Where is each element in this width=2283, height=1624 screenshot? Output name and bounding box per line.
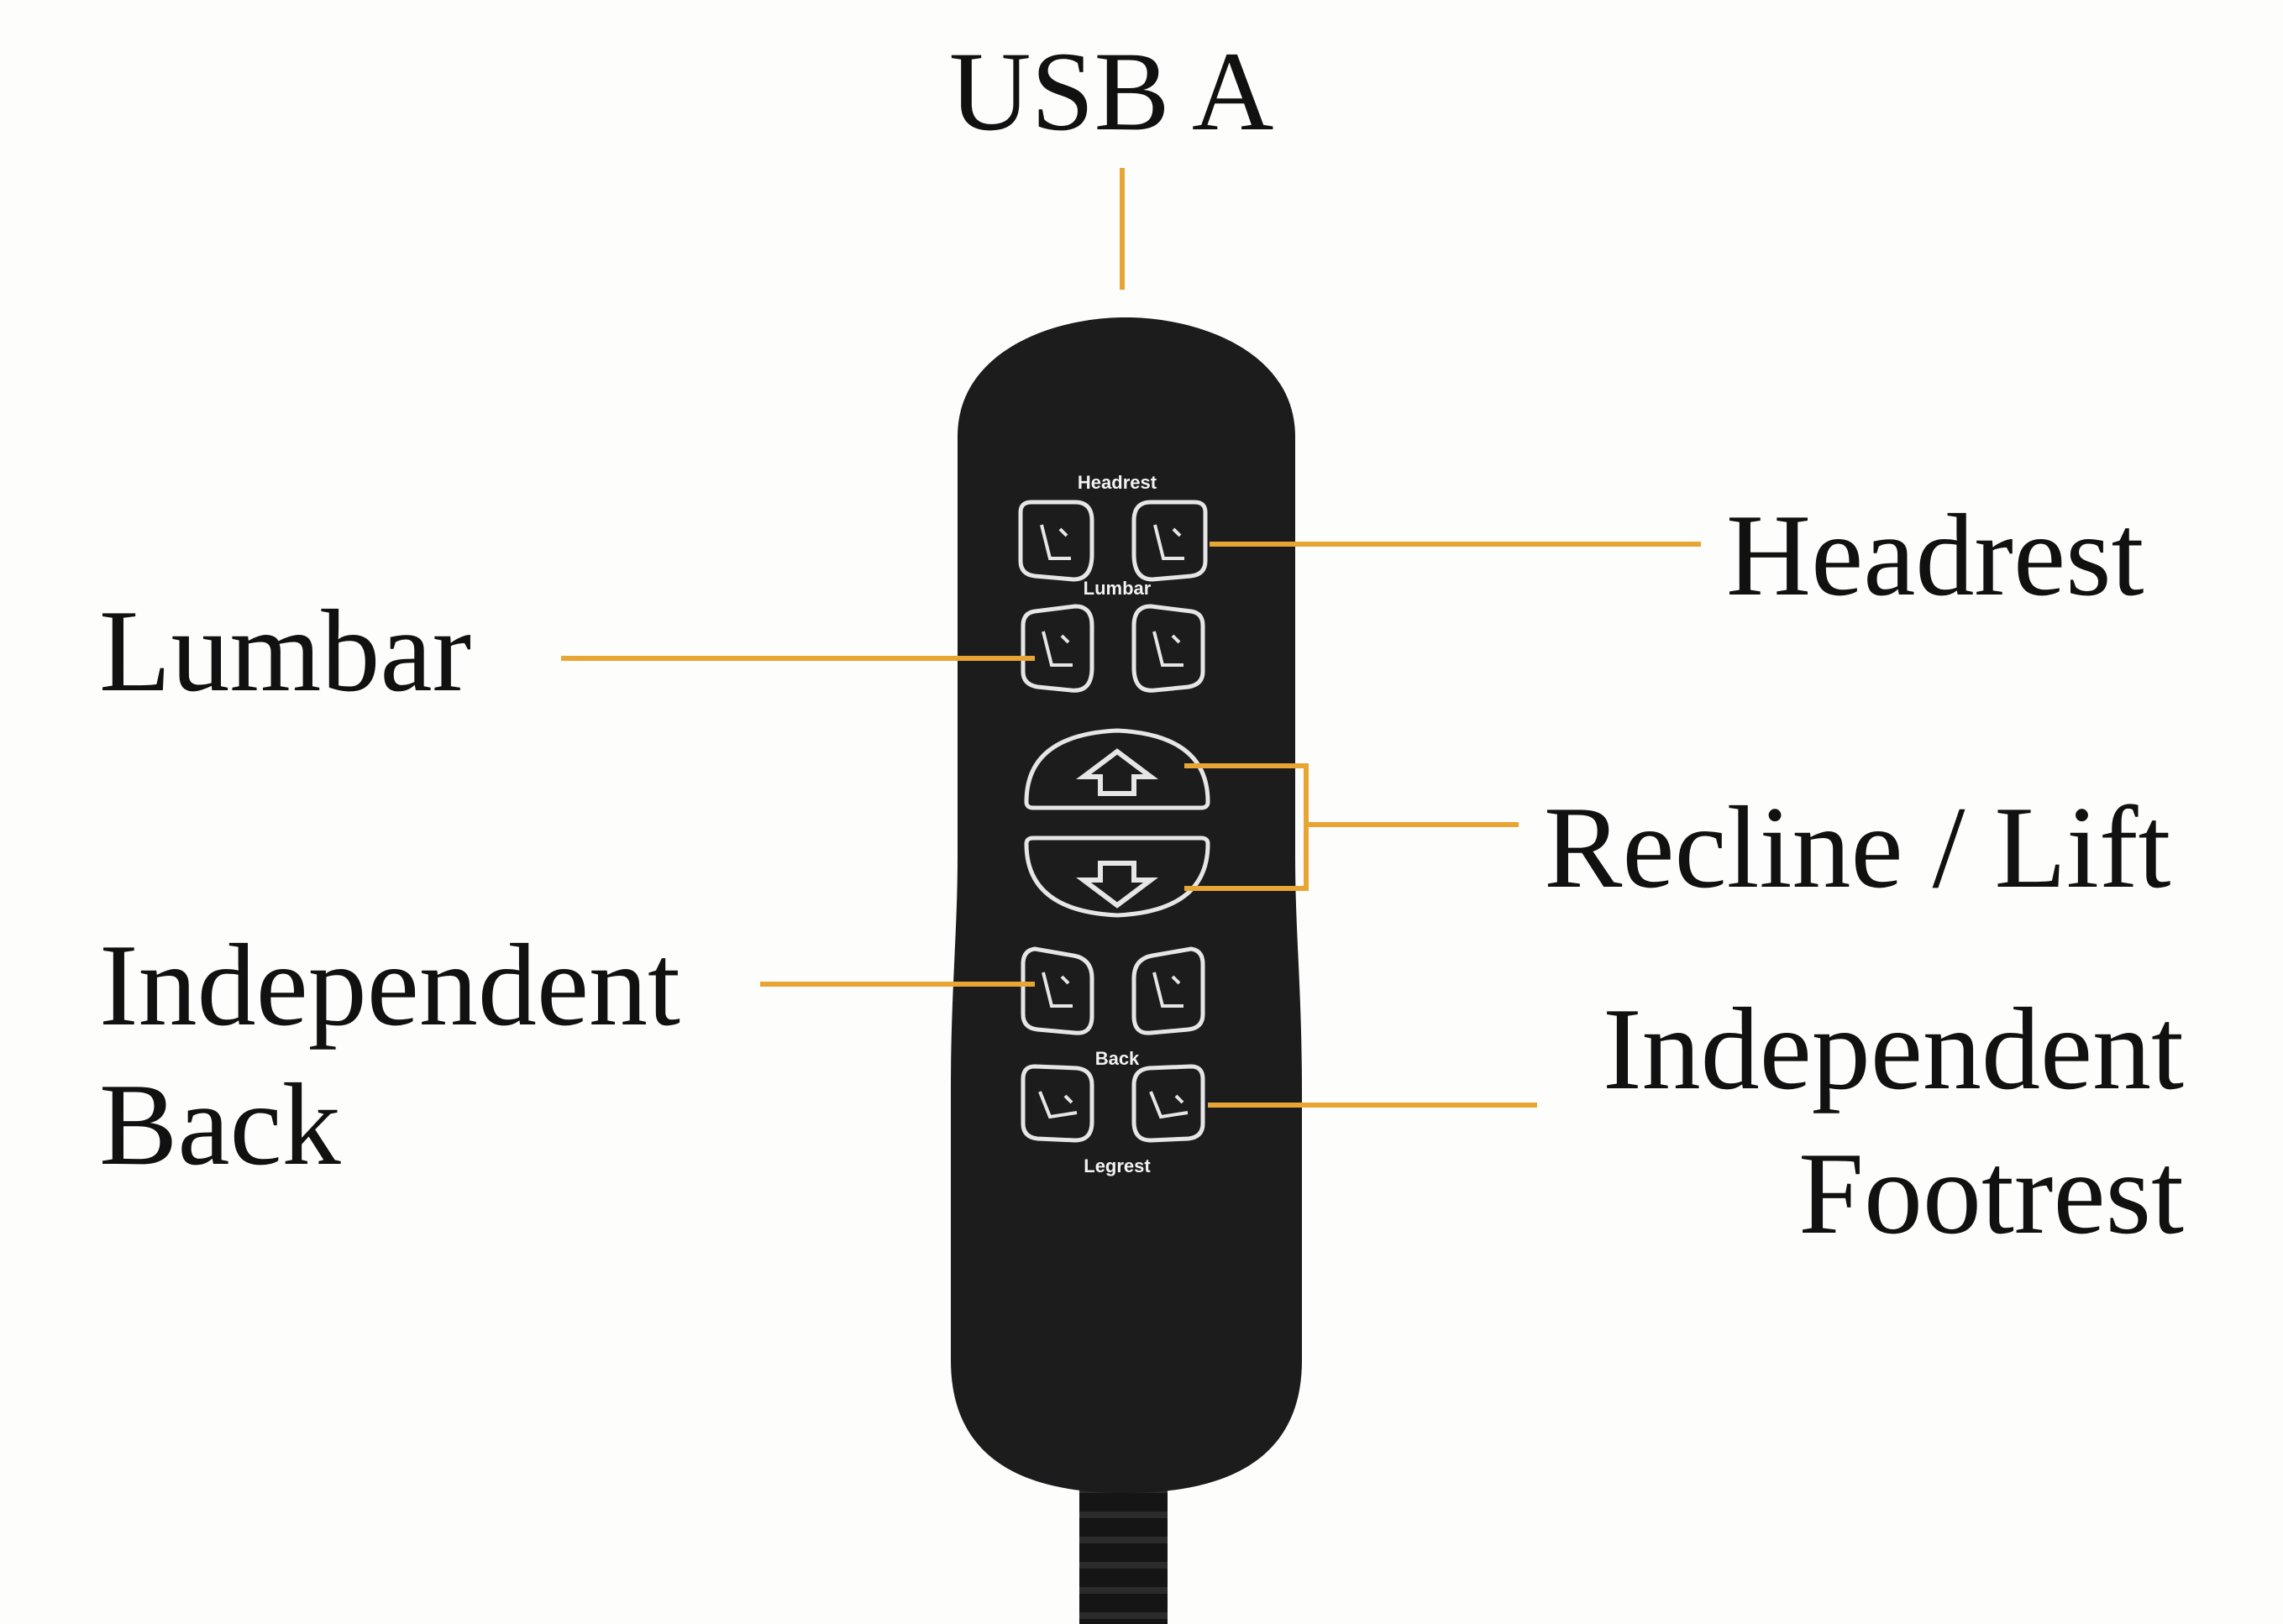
independent-back-label-line2: Back	[99, 1060, 341, 1190]
chair-icon	[1042, 972, 1073, 1008]
usb-a-label: USB A	[949, 29, 1274, 155]
chair-icon	[1152, 972, 1183, 1008]
independent-footrest-label-line1: Independent	[1603, 984, 2184, 1114]
headrest-label: Headrest	[1726, 490, 2144, 621]
up-arrow-icon	[1076, 748, 1158, 796]
remote-lumbar-text: Lumbar	[1084, 578, 1152, 599]
headrest-right-button[interactable]	[1131, 500, 1208, 582]
legrest-right-button[interactable]	[1131, 1064, 1205, 1143]
remote-body	[951, 317, 1302, 1493]
remote-headrest-text: Headrest	[1078, 472, 1157, 493]
recline-down-button[interactable]	[1024, 836, 1210, 918]
chair-icon	[1038, 1091, 1078, 1119]
chair-icon	[1149, 1091, 1189, 1119]
independent-back-label-line1: Independent	[99, 920, 680, 1050]
down-arrow-icon	[1076, 861, 1158, 909]
remote-legrest-text: Legrest	[1084, 1155, 1151, 1176]
chair-icon	[1153, 524, 1184, 560]
headrest-left-button[interactable]	[1018, 500, 1094, 582]
recline-lift-label: Recline / Lift	[1544, 783, 2171, 913]
legrest-left-button[interactable]	[1021, 1064, 1094, 1143]
lumbar-left-button[interactable]	[1021, 604, 1094, 693]
lumbar-right-button[interactable]	[1131, 604, 1205, 693]
independent-footrest-label-line2: Footrest	[1798, 1129, 2184, 1259]
chair-icon	[1042, 631, 1073, 667]
chair-icon	[1152, 631, 1183, 667]
remote-back-text: Back	[1095, 1048, 1140, 1069]
back-left-button[interactable]	[1021, 946, 1094, 1035]
back-right-button[interactable]	[1131, 946, 1205, 1035]
lumbar-label: Lumbar	[99, 586, 472, 716]
chair-icon	[1040, 524, 1071, 560]
